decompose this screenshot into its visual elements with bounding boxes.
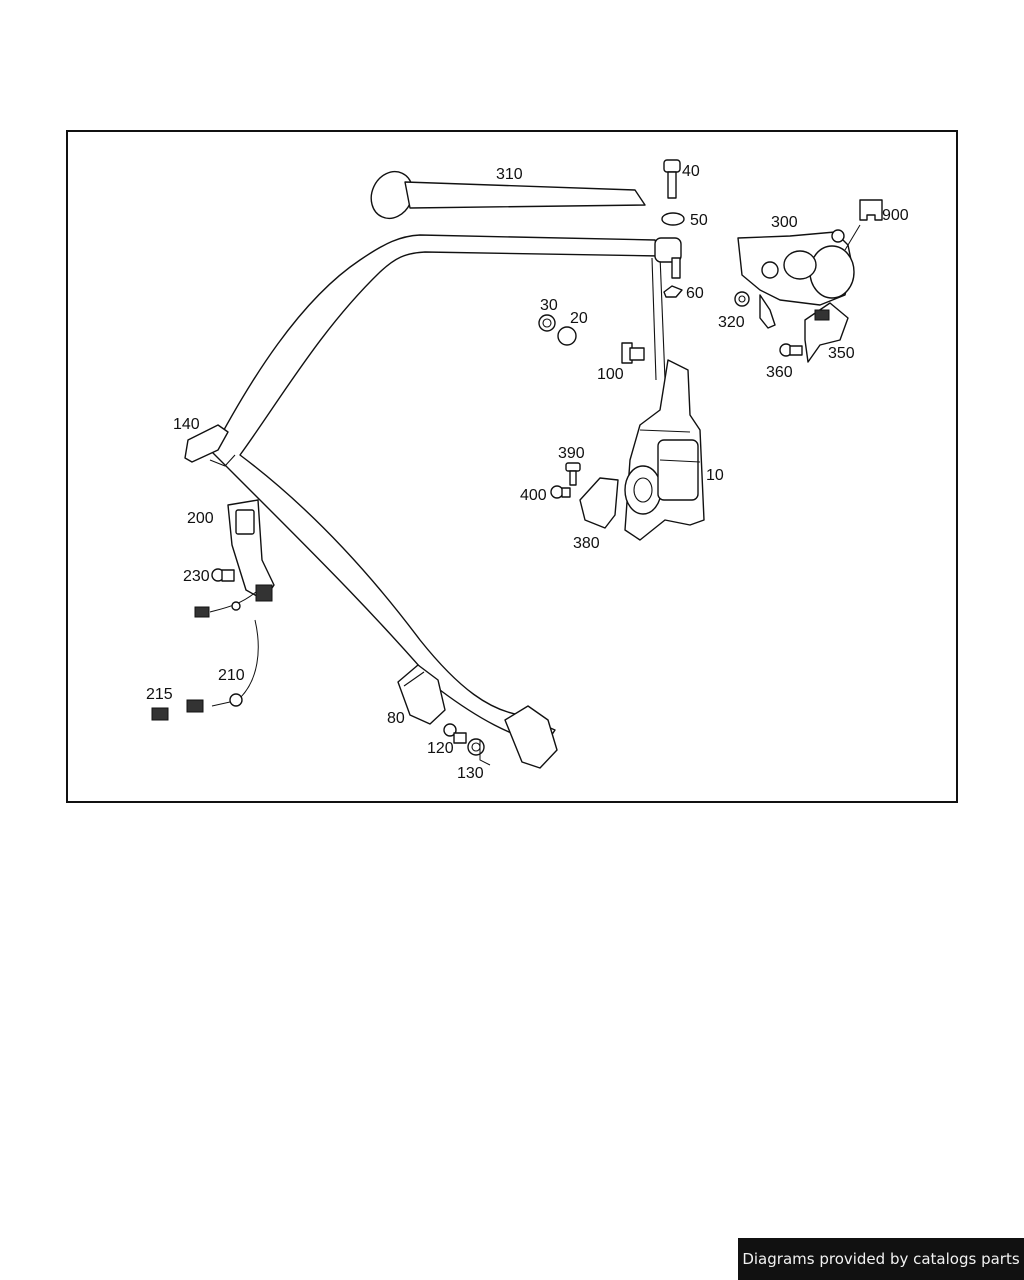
part-400-nut (550, 485, 571, 499)
callout-40: 40 (682, 163, 700, 180)
part-215-connector (151, 707, 169, 721)
belt-webbing (211, 234, 666, 746)
callout-350: 350 (828, 345, 855, 362)
callout-215: 215 (146, 686, 173, 703)
callout-20: 20 (570, 310, 588, 327)
part-350-bracket (804, 302, 849, 363)
callout-320: 320 (718, 314, 745, 331)
callout-60: 60 (686, 285, 704, 302)
buckle-wiring (194, 591, 257, 618)
callout-390: 390 (558, 445, 585, 462)
part-40-bolt (663, 159, 681, 199)
callout-210: 210 (218, 667, 245, 684)
callout-310: 310 (496, 166, 523, 183)
belt-lower-anchor (504, 705, 558, 769)
callout-120: 120 (427, 740, 454, 757)
callout-900: 900 (882, 207, 909, 224)
part-380-bracket (579, 477, 619, 529)
part-120-bolt (443, 723, 467, 744)
part-900-connector (859, 199, 883, 221)
callout-130: 130 (457, 765, 484, 782)
footer-attribution: Diagrams provided by catalogs parts (738, 1238, 1024, 1280)
callout-80: 80 (387, 710, 405, 727)
callout-140: 140 (173, 416, 200, 433)
callout-380: 380 (573, 535, 600, 552)
part-300-adjuster (737, 229, 855, 329)
callout-200: 200 (187, 510, 214, 527)
part-100-bolt (621, 342, 645, 364)
callout-400: 400 (520, 487, 547, 504)
callout-300: 300 (771, 214, 798, 231)
part-360-bolt (779, 343, 803, 357)
part-10-retractor (624, 359, 705, 541)
part-130-washer (467, 738, 485, 756)
part-230-bolt (211, 568, 235, 582)
part-80-cover (397, 664, 446, 725)
part-320-washer (734, 291, 750, 307)
belt-upper-anchor (654, 237, 682, 279)
leader-lines (479, 224, 861, 766)
part-210-harness (186, 619, 259, 713)
part-390-bolt (565, 462, 581, 486)
callout-labels: 310 40 50 300 900 60 30 20 320 350 360 1… (146, 163, 909, 782)
callout-230: 230 (183, 568, 210, 585)
part-30-grommet (538, 314, 556, 332)
part-20-cap (557, 326, 577, 346)
part-310-guide (370, 170, 646, 220)
callout-360: 360 (766, 364, 793, 381)
footer-text: Diagrams provided by catalogs parts (742, 1250, 1020, 1268)
callout-100: 100 (597, 366, 624, 383)
callout-10: 10 (706, 467, 724, 484)
callout-50: 50 (690, 212, 708, 229)
callout-30: 30 (540, 297, 558, 314)
part-140-trim (184, 424, 229, 463)
part-60-clip (663, 285, 683, 298)
part-50-washer (661, 212, 685, 226)
diagram-frame (66, 130, 958, 803)
part-200-buckle (227, 499, 275, 602)
